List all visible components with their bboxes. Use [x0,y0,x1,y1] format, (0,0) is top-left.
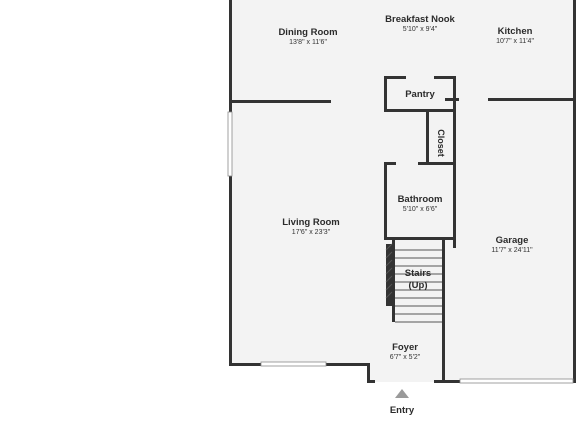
main-floor [231,0,445,365]
garage-name: Garage [496,235,529,246]
closet-name: Closet [436,129,446,157]
bathroom-name: Bathroom [398,194,443,205]
foyer-floor [367,360,445,382]
wall-foyer-left [367,363,370,383]
stair-rail-hatch [385,275,393,283]
stair-rail-hatch [385,283,393,291]
wall-bath-bottom [384,237,456,240]
wall-bath-left [384,162,387,240]
bathroom-dim: 5'10" x 6'6" [403,206,438,213]
wall-foyer-bottom-right [434,380,446,383]
wall-bath-top-a [384,162,396,165]
windows [227,111,574,384]
wall-left-upper [229,0,232,112]
kitchen-floor [445,0,576,100]
dining-room-dim: 13'8" x 11'6" [289,39,327,46]
stair-rail-hatch [385,251,393,259]
window-left [227,111,233,177]
window-garage-door [459,378,574,384]
kitchen-dim: 10'7" x 11'4" [496,38,534,45]
wall-foyer-bottom [367,380,375,383]
pantry-name: Pantry [405,89,435,100]
stair-treads [385,243,442,323]
wall-garage-right [573,0,576,383]
wall-stairs-right [442,240,445,322]
kitchen-name: Kitchen [498,26,533,37]
entry-label: Entry [390,405,415,416]
wall-left-lower [229,176,232,366]
stair-rail-hatch [385,291,393,299]
stair-rail [386,244,392,306]
window-bottom [260,361,327,367]
wall-bath-top-b [418,162,456,165]
breakfast-nook-name: Breakfast Nook [385,14,455,25]
wall-garage-bottom [442,380,460,383]
wall-pantry-bottom [384,109,456,112]
stair-rail-hatch [385,259,393,267]
triangle-up-arrow-icon [395,389,409,398]
dining-room-name: Dining Room [278,27,337,38]
stair-rail-hatch [385,267,393,275]
wall-pantry-top-b [434,76,456,79]
wall-dining-living [229,100,331,103]
wall-kitchen-garage-b [488,98,576,101]
wall-pantry-top-a [384,76,406,79]
garage-floor [445,100,576,382]
foyer-name: Foyer [392,342,418,353]
wall-closet-left [426,109,429,165]
wall-bottom-left [229,363,261,366]
walls [229,0,576,383]
wall-bottom-mid [326,363,370,366]
stairs-name-line2: (Up) [409,280,428,291]
foyer-dim: 6'7" x 5'2" [390,354,421,361]
living-room-dim: 17'6" x 23'3" [292,229,331,236]
wall-bath-right [453,162,456,248]
wall-kitchen-garage-a [445,98,459,101]
floor-areas [231,0,576,382]
stairs-name-line1: Stairs [405,268,431,279]
wall-pantry-right [453,76,456,165]
wall-pantry-left [384,76,387,112]
garage-dim: 11'7" x 24'11" [491,247,533,254]
stair-rail-hatch [385,243,393,251]
breakfast-nook-dim: 5'10" x 9'4" [403,26,438,33]
wall-stairs-left [392,240,395,322]
living-room-name: Living Room [282,217,340,228]
room-labels: Dining Room 13'8" x 11'6" Breakfast Nook… [278,14,534,361]
